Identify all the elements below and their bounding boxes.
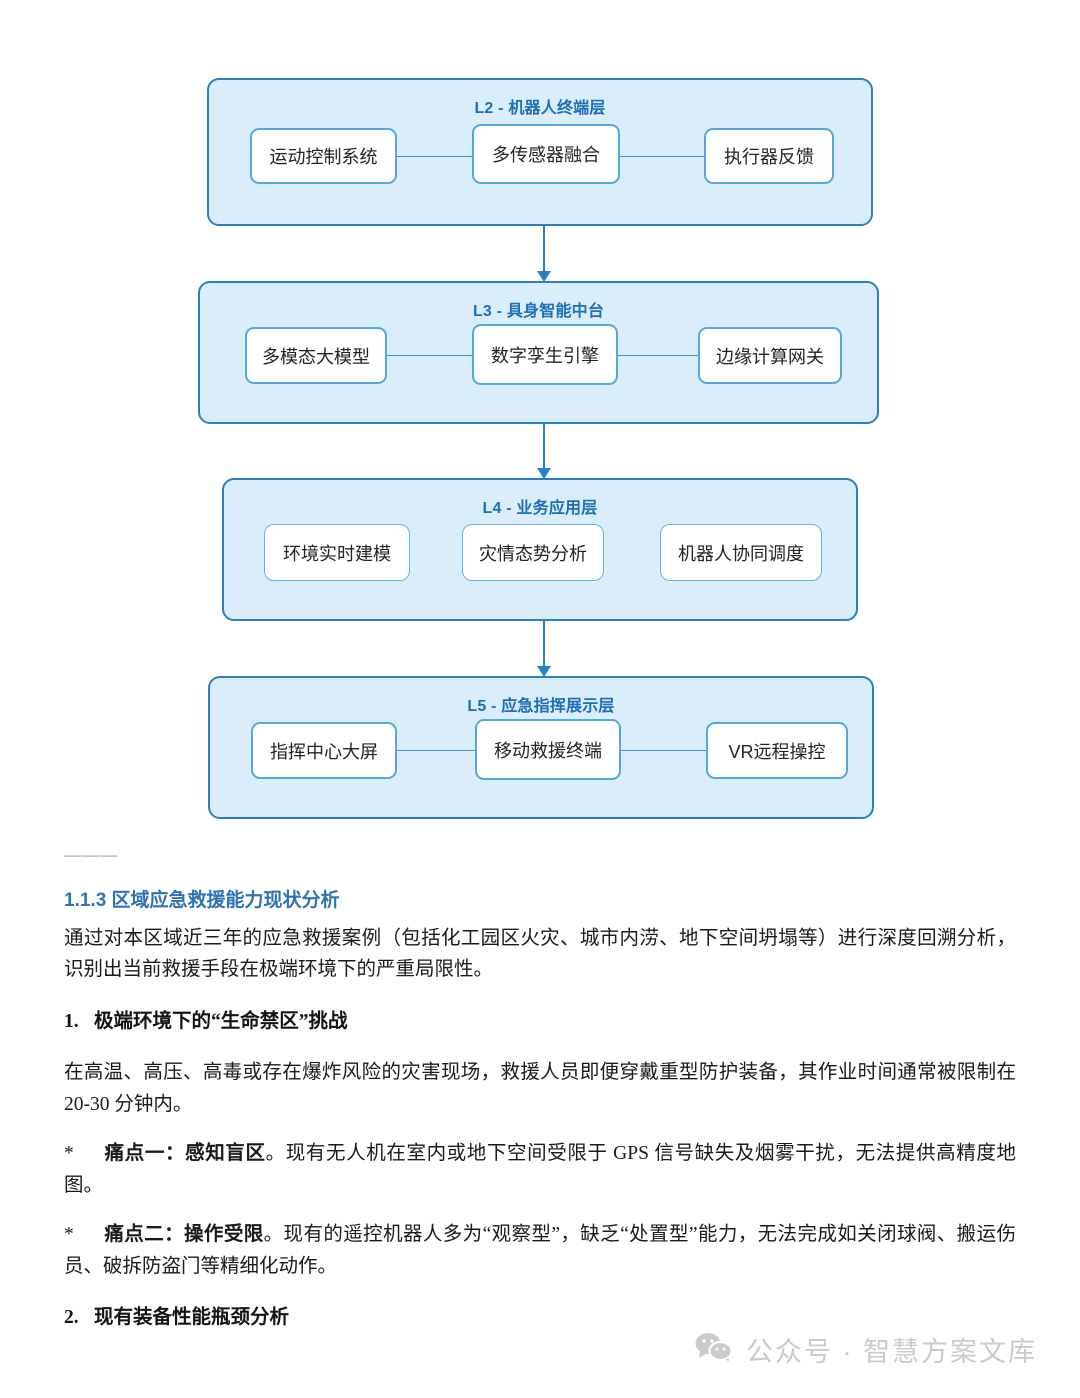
- layer-title-l4: L4 - 业务应用层: [482, 500, 598, 517]
- document-body: ——— 1.1.3 区域应急救援能力现状分析 通过对本区域近三年的应急救援案例（…: [64, 846, 1016, 1348]
- bullet-label-1: 痛点一：感知盲区: [104, 1143, 266, 1165]
- connector-l5-1-2: [397, 750, 475, 751]
- arrow-head-l3-l4: [537, 468, 551, 479]
- connector-l2-2-3: [620, 156, 704, 157]
- layer-container-l4: L4 - 业务应用层 环境实时建模 灾情态势分析 机器人协同调度: [222, 478, 858, 621]
- section-heading-113: 1.1.3 区域应急救援能力现状分析: [64, 890, 340, 911]
- footer-watermark: 公众号 · 智慧方案文库: [694, 1330, 1037, 1369]
- connector-l5-2-3: [621, 750, 706, 751]
- layer-container-l2: L2 - 机器人终端层 运动控制系统 多传感器融合 执行器反馈: [207, 78, 873, 226]
- bullet-text-1: 。现有无人机在室内或地下空间受限于 GPS 信号缺失及烟雾干扰，无法提供高精度地…: [64, 1143, 1016, 1196]
- bullet-text-2: 。现有的遥控机器人多为“观察型”，缺乏“处置型”能力，无法完成如关闭球阀、搬运伤…: [64, 1224, 1016, 1277]
- node-l4-1: 环境实时建模: [264, 524, 410, 581]
- layer-title-l3: L3 - 具身智能中台: [472, 303, 605, 320]
- paragraph-item1: 在高温、高压、高毒或存在爆炸风险的灾害现场，救援人员即便穿戴重型防护装备，其作业…: [64, 1061, 1016, 1115]
- bullet-item-2: * 痛点二：操作受限。现有的遥控机器人多为“观察型”，缺乏“处置型”能力，无法完成…: [64, 1219, 1016, 1282]
- node-l4-3: 机器人协同调度: [660, 524, 822, 581]
- node-l5-1: 指挥中心大屏: [251, 722, 397, 779]
- node-l5-2: 移动救援终端: [475, 719, 621, 780]
- connector-l2-1-2: [397, 156, 472, 157]
- node-l5-3: VR远程操控: [706, 722, 848, 779]
- node-l2-3: 执行器反馈: [704, 128, 834, 184]
- intro-paragraph: 通过对本区域近三年的应急救援案例（包括化工园区火灾、城市内涝、地下空间坍塌等）进…: [64, 927, 1016, 981]
- layer-container-l5: L5 - 应急指挥展示层 指挥中心大屏 移动救援终端 VR远程操控: [208, 676, 874, 819]
- numbered-heading-1: 1. 极端环境下的“生命禁区”挑战: [64, 1006, 1016, 1037]
- layer-title-l2: L2 - 机器人终端层: [474, 100, 606, 117]
- arrow-line-l3-l4: [543, 424, 545, 470]
- connector-l3-1-2: [387, 355, 472, 356]
- bullet-marker-2: *: [64, 1224, 74, 1246]
- node-l4-2: 灾情态势分析: [462, 524, 604, 581]
- layer-title-l5: L5 - 应急指挥展示层: [467, 698, 615, 715]
- node-l3-1: 多模态大模型: [245, 327, 387, 384]
- numbered-heading-2: 2. 现有装备性能瓶颈分析: [64, 1302, 1016, 1333]
- node-l2-2: 多传感器融合: [472, 124, 620, 184]
- numbered-heading-2-text: 现有装备性能瓶颈分析: [94, 1307, 290, 1329]
- numbered-heading-1-index: 1.: [64, 1010, 79, 1032]
- wechat-icon: [694, 1331, 734, 1368]
- numbered-heading-2-index: 2.: [64, 1307, 79, 1329]
- horizontal-rule: ———: [64, 845, 1016, 864]
- numbered-heading-1-text: 极端环境下的“生命禁区”挑战: [94, 1010, 348, 1032]
- bullet-marker-1: *: [64, 1143, 74, 1165]
- layer-container-l3: L3 - 具身智能中台 多模态大模型 数字孪生引擎 边缘计算网关: [198, 281, 879, 424]
- horizontal-rule-glyphs: ———: [64, 845, 118, 864]
- watermark-text: 公众号 · 智慧方案文库: [746, 1337, 1037, 1367]
- arrow-head-l2-l3: [537, 271, 551, 282]
- connector-l3-2-3: [618, 355, 698, 356]
- node-l3-2: 数字孪生引擎: [472, 324, 618, 385]
- node-l2-1: 运动控制系统: [250, 128, 397, 184]
- node-l3-3: 边缘计算网关: [698, 327, 842, 384]
- arrow-line-l2-l3: [543, 226, 545, 273]
- bullet-item-1: * 痛点一：感知盲区。现有无人机在室内或地下空间受限于 GPS 信号缺失及烟雾干扰…: [64, 1138, 1016, 1201]
- architecture-diagram: L2 - 机器人终端层 运动控制系统 多传感器融合 执行器反馈 L3 - 具身智…: [198, 78, 879, 819]
- arrow-head-l4-l5: [537, 666, 551, 677]
- arrow-line-l4-l5: [543, 621, 545, 668]
- bullet-label-2: 痛点二：操作受限: [104, 1224, 264, 1246]
